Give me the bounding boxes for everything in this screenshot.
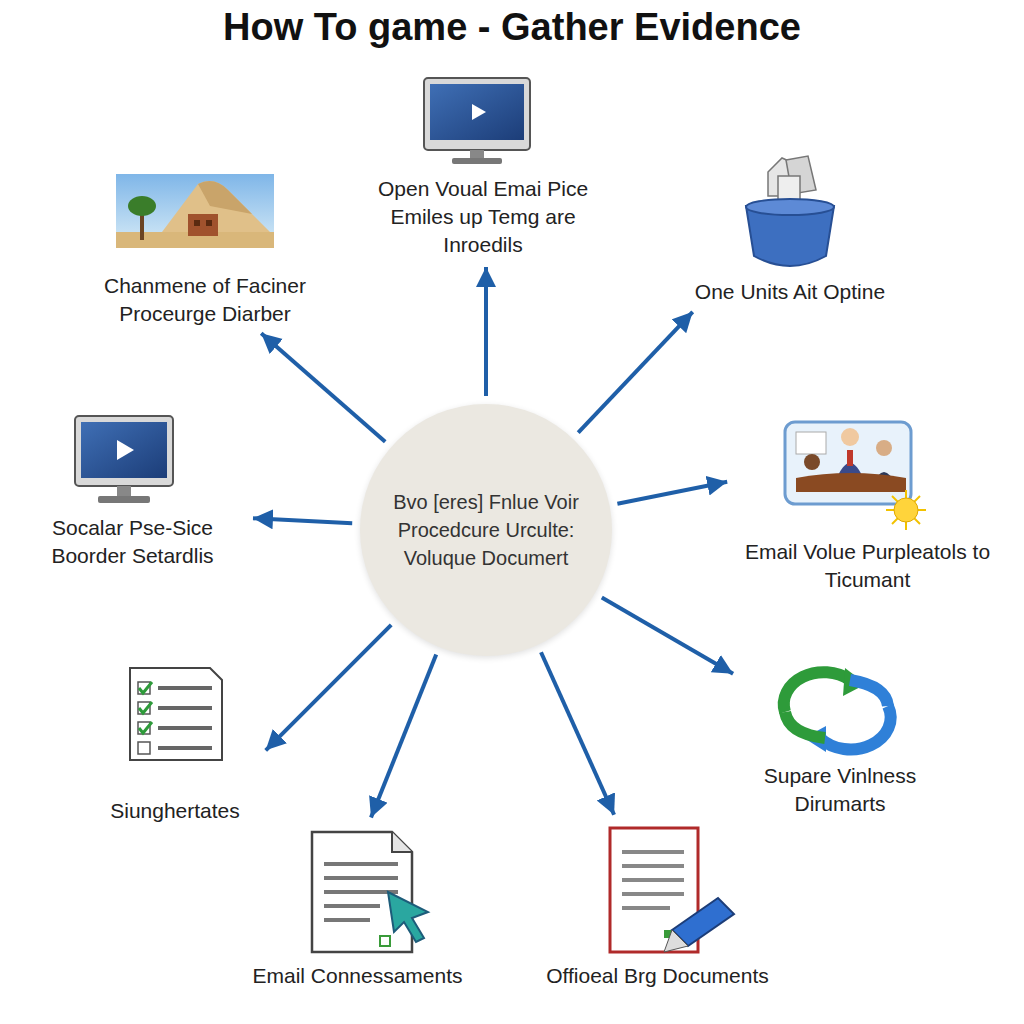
basket-icon <box>746 156 834 266</box>
evidence-item: Email Volue Purpleatols to Ticumant <box>735 418 1000 594</box>
connector-arrow <box>371 654 436 817</box>
connector-arrow <box>617 482 727 504</box>
landscape-image <box>116 174 274 248</box>
item-label: Open Voual Emai Pice Emiles up Temg are … <box>358 175 608 259</box>
checklist-icon <box>130 668 222 760</box>
connector-arrow <box>602 597 733 673</box>
item-label: Siunghertates <box>90 797 260 825</box>
evidence-item: Offioeal Brg Documents <box>520 822 795 990</box>
item-label: Chanmene of Faciner Proceurge Diarber <box>80 272 330 328</box>
diagram-title: How To game - Gather Evidence <box>0 6 1024 49</box>
item-label: One Units Ait Optine <box>660 278 920 306</box>
evidence-item: Socalar Pse-Sice Boorder Setardlis <box>20 412 245 570</box>
connector-arrow <box>484 267 488 396</box>
item-label: Email Volue Purpleatols to Ticumant <box>735 538 1000 594</box>
connector-arrow <box>261 333 385 442</box>
item-label: Socalar Pse-Sice Boorder Setardlis <box>20 514 245 570</box>
item-label: Supare Vinlness Dirumarts <box>740 762 940 818</box>
evidence-item: Siunghertates <box>90 660 260 825</box>
evidence-item: Supare Vinlness Dirumarts <box>740 660 940 818</box>
connector-arrow <box>541 652 614 815</box>
connector-arrow <box>266 625 392 751</box>
center-circle: Bvo [eres] Fnlue Voir Procedcure Urculte… <box>360 404 612 656</box>
evidence-item: One Units Ait Optine <box>660 150 920 306</box>
evidence-item: Chanmene of Faciner Proceurge Diarber <box>80 170 330 328</box>
item-label: Offioeal Brg Documents <box>520 962 795 990</box>
cycle-arrows-icon <box>784 668 891 752</box>
item-label: Email Connessaments <box>230 962 485 990</box>
connector-arrow <box>578 312 693 433</box>
document-cursor-icon <box>312 832 428 952</box>
meeting-picture <box>785 422 926 530</box>
document-pen-icon <box>610 828 734 952</box>
connector-arrow <box>253 518 352 523</box>
monitor-icon <box>75 416 173 503</box>
evidence-item: Open Voual Emai Pice Emiles up Temg are … <box>358 75 608 259</box>
center-text: Bvo [eres] Fnlue Voir Procedcure Urculte… <box>380 488 592 572</box>
evidence-item: Email Connessaments <box>230 825 485 990</box>
monitor-icon <box>424 78 530 164</box>
